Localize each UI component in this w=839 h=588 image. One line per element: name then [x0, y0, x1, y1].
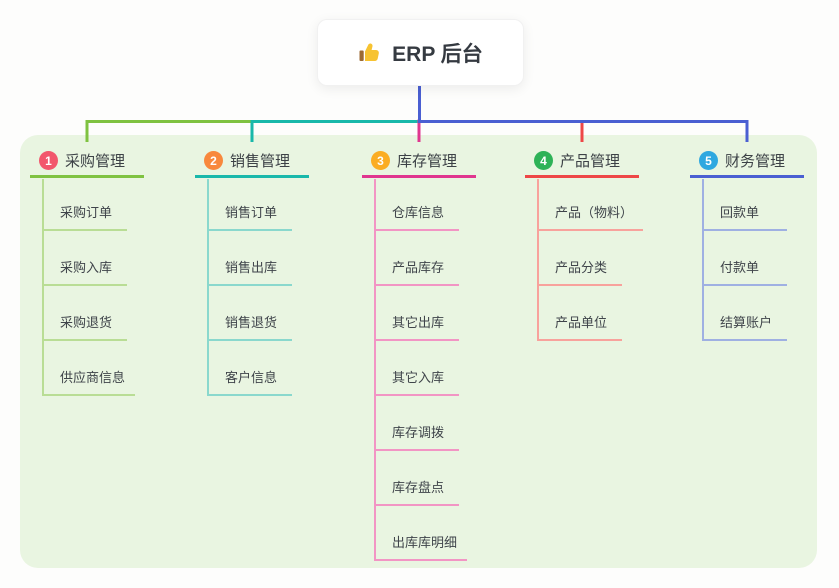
child-label: 客户信息 — [225, 370, 278, 385]
child-node[interactable]: 产品单位 — [537, 311, 622, 341]
thumbs-up-icon — [359, 43, 380, 61]
child-node[interactable]: 付款单 — [702, 256, 787, 286]
child-node[interactable]: 其它出库 — [374, 311, 459, 341]
child-node[interactable]: 结算账户 — [702, 311, 787, 341]
child-label: 供应商信息 — [60, 370, 126, 385]
child-label: 销售退货 — [225, 315, 278, 330]
branch-label: 财务管理 — [725, 153, 786, 170]
child-label: 采购入库 — [60, 260, 113, 275]
child-label: 产品分类 — [555, 260, 608, 275]
child-label: 采购订单 — [60, 205, 113, 220]
child-node[interactable]: 产品库存 — [374, 256, 459, 286]
child-node[interactable]: 供应商信息 — [42, 366, 136, 396]
child-node[interactable]: 仓库信息 — [374, 201, 459, 231]
branch-node-4[interactable]: 4 产品管理 — [525, 146, 639, 178]
child-node[interactable]: 产品（物料） — [537, 201, 644, 231]
child-label: 产品（物料） — [555, 205, 634, 220]
branch-label: 产品管理 — [560, 153, 621, 170]
mindmap-background-panel — [20, 135, 817, 568]
branch-number-badge: 2 — [204, 151, 223, 170]
branch-node-5[interactable]: 5 财务管理 — [690, 146, 804, 178]
child-node[interactable]: 销售订单 — [207, 201, 292, 231]
child-label: 其它入库 — [392, 370, 445, 385]
branch-number-badge: 3 — [371, 151, 390, 170]
child-label: 付款单 — [720, 260, 760, 275]
branch-label: 库存管理 — [397, 153, 458, 170]
child-label: 库存盘点 — [392, 480, 445, 495]
child-label: 销售订单 — [225, 205, 278, 220]
child-label: 仓库信息 — [392, 205, 445, 220]
child-node[interactable]: 回款单 — [702, 201, 787, 231]
child-node[interactable]: 库存盘点 — [374, 476, 459, 506]
child-connector-line — [702, 179, 704, 341]
branch-node-3[interactable]: 3 库存管理 — [362, 146, 476, 178]
child-label: 销售出库 — [225, 260, 278, 275]
child-node[interactable]: 出库库明细 — [374, 531, 468, 561]
child-node[interactable]: 销售退货 — [207, 311, 292, 341]
child-label: 库存调拨 — [392, 425, 445, 440]
child-label: 回款单 — [720, 205, 760, 220]
root-title: ERP 后台 — [392, 42, 483, 66]
child-node[interactable]: 销售出库 — [207, 256, 292, 286]
child-connector-line — [374, 179, 376, 561]
child-label: 产品单位 — [555, 315, 608, 330]
child-connector-line — [537, 179, 539, 341]
child-label: 产品库存 — [392, 260, 445, 275]
child-node[interactable]: 采购订单 — [42, 201, 127, 231]
child-label: 出库库明细 — [392, 535, 458, 550]
child-node[interactable]: 库存调拨 — [374, 421, 459, 451]
child-node[interactable]: 采购退货 — [42, 311, 127, 341]
branch-label: 采购管理 — [65, 153, 126, 170]
child-label: 采购退货 — [60, 315, 113, 330]
mindmap-root-node[interactable]: ERP 后台 — [317, 19, 524, 86]
branch-node-1[interactable]: 1 采购管理 — [30, 146, 144, 178]
branch-node-2[interactable]: 2 销售管理 — [195, 146, 309, 178]
child-label: 其它出库 — [392, 315, 445, 330]
child-node[interactable]: 其它入库 — [374, 366, 459, 396]
child-connector-line — [207, 179, 209, 396]
branch-number-badge: 1 — [39, 151, 58, 170]
branch-label: 销售管理 — [230, 153, 291, 170]
child-node[interactable]: 产品分类 — [537, 256, 622, 286]
branch-number-badge: 4 — [534, 151, 553, 170]
child-node[interactable]: 客户信息 — [207, 366, 292, 396]
child-connector-line — [42, 179, 44, 396]
branch-number-badge: 5 — [699, 151, 718, 170]
child-node[interactable]: 采购入库 — [42, 256, 127, 286]
child-label: 结算账户 — [720, 315, 773, 330]
